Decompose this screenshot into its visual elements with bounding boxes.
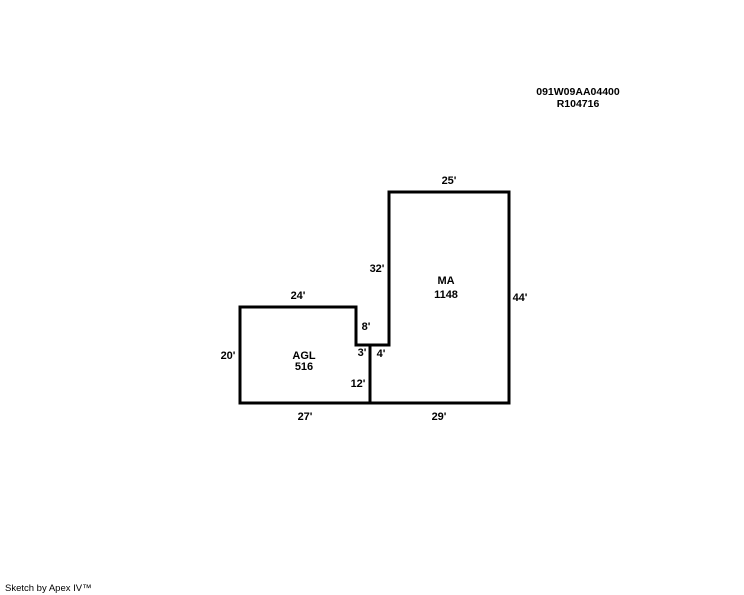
agl-outline	[238, 305, 372, 405]
dim-agl-left: 20'	[221, 350, 236, 362]
dim-agl-bottom: 27'	[298, 411, 313, 423]
account-id: R104716	[556, 98, 600, 110]
area-code-agl: AGL	[292, 350, 316, 362]
area-code-ma: MA	[437, 275, 454, 287]
dim-ma-left-upper: 32'	[370, 263, 385, 275]
dim-notch-step: 4'	[377, 348, 386, 360]
dim-agl-top: 24'	[291, 290, 306, 302]
area-sqft-agl: 516	[295, 361, 313, 373]
dim-notch-width: 3'	[358, 347, 367, 359]
dim-ma-bottom: 29'	[432, 411, 447, 423]
sketch-credit: Sketch by Apex IV™	[5, 583, 92, 594]
dim-ma-right: 44'	[513, 292, 528, 304]
dim-shared-wall: 12'	[351, 378, 366, 390]
parcel-header: 091W09AA04400 R104716	[520, 86, 636, 110]
area-sqft-ma: 1148	[434, 289, 458, 301]
parcel-id: 091W09AA04400	[536, 86, 620, 98]
dim-ma-top: 25'	[442, 175, 457, 187]
dim-agl-right-upper: 8'	[362, 321, 371, 333]
